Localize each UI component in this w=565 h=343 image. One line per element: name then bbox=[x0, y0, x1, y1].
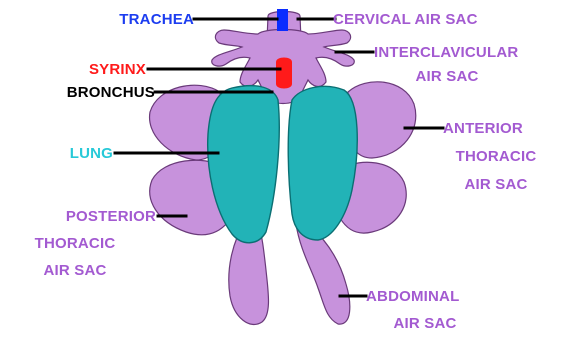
posterior-thoracic-air-sac-label-line-1: POSTERIOR bbox=[66, 208, 156, 225]
trachea bbox=[277, 9, 288, 31]
anterior-thoracic-air-sac-label-line-1: ANTERIOR bbox=[443, 120, 523, 137]
posterior-thoracic-air-sac-label-line-2: THORACIC bbox=[35, 235, 116, 252]
trachea-label: TRACHEA bbox=[119, 11, 194, 28]
abdominal-air-sac-label-line-2: AIR SAC bbox=[393, 315, 456, 332]
syrinx-label: SYRINX bbox=[89, 61, 146, 78]
abdominal-air-sac-label-line-1: ABDOMINAL bbox=[366, 288, 459, 305]
interclavicular-air-sac-label-line-2: AIR SAC bbox=[415, 68, 478, 85]
interclavicular-air-sac-label-line-1: INTERCLAVICULAR bbox=[374, 44, 518, 61]
syrinx bbox=[276, 58, 292, 89]
cervical-air-sac-label: CERVICAL AIR SAC bbox=[333, 11, 478, 28]
anterior-thoracic-air-sac-label-line-3: AIR SAC bbox=[464, 176, 527, 193]
anterior-thoracic-air-sac-label-line-2: THORACIC bbox=[456, 148, 537, 165]
bronchus-label: BRONCHUS bbox=[67, 84, 155, 101]
lung-label: LUNG bbox=[70, 145, 113, 162]
posterior-thoracic-air-sac-label-line-3: AIR SAC bbox=[43, 262, 106, 279]
right-anterior-thoracic-air-sac bbox=[348, 82, 416, 158]
